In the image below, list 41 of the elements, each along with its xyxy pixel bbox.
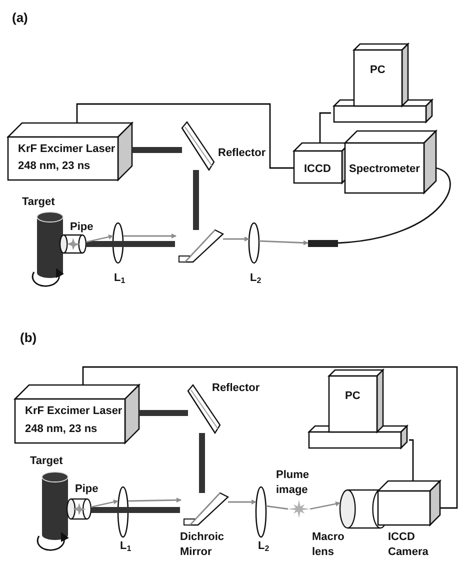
device-label: PC [345, 390, 360, 403]
light-ray [123, 234, 176, 238]
light-ray [223, 236, 250, 242]
component-label: Target [22, 195, 56, 210]
component-label: Macro lens [312, 530, 346, 560]
component-label: Dichroic Mirror [180, 530, 226, 560]
panel-label: (a) [12, 10, 28, 25]
component-label: L$_{1}$ [114, 271, 126, 286]
component-label: Pipe [75, 482, 100, 497]
device-label: KrF Excimer Laser [25, 405, 122, 418]
light-ray [90, 500, 118, 508]
cable-line [319, 112, 331, 143]
cable-line [76, 103, 294, 169]
component-label: Pipe [70, 220, 94, 235]
laser-beam [86, 241, 175, 247]
device-label: PC [370, 64, 386, 77]
device-label: 248 nm, 23 ns [18, 160, 90, 173]
component-label: Reflector [212, 381, 261, 396]
component-label: L$_{2}$ [258, 539, 270, 554]
light-ray [86, 234, 114, 243]
laser-beam [132, 147, 182, 153]
device-label: Spectrometer [349, 163, 420, 176]
component-label: Plume image [276, 468, 310, 498]
device-label: 248 nm, 23 ns [25, 423, 98, 436]
light-ray [258, 240, 308, 246]
laser-beam [91, 507, 180, 513]
cable-line [409, 439, 414, 481]
component-label: Reflector [218, 146, 267, 161]
device-label: ICCD [304, 163, 331, 176]
light-ray [310, 501, 340, 510]
device-label: KrF Excimer Laser [18, 143, 116, 156]
component-label: Target [30, 454, 64, 469]
component-label: L$_{2}$ [250, 271, 262, 286]
panel-label: (b) [20, 330, 37, 345]
laser-beam [193, 170, 199, 230]
component-label: L$_{1}$ [120, 539, 132, 554]
light-ray [228, 500, 256, 504]
light-ray [266, 505, 288, 510]
component-label: ICCD Camera [388, 530, 430, 560]
light-ray [128, 498, 182, 503]
cable-line [82, 366, 458, 509]
